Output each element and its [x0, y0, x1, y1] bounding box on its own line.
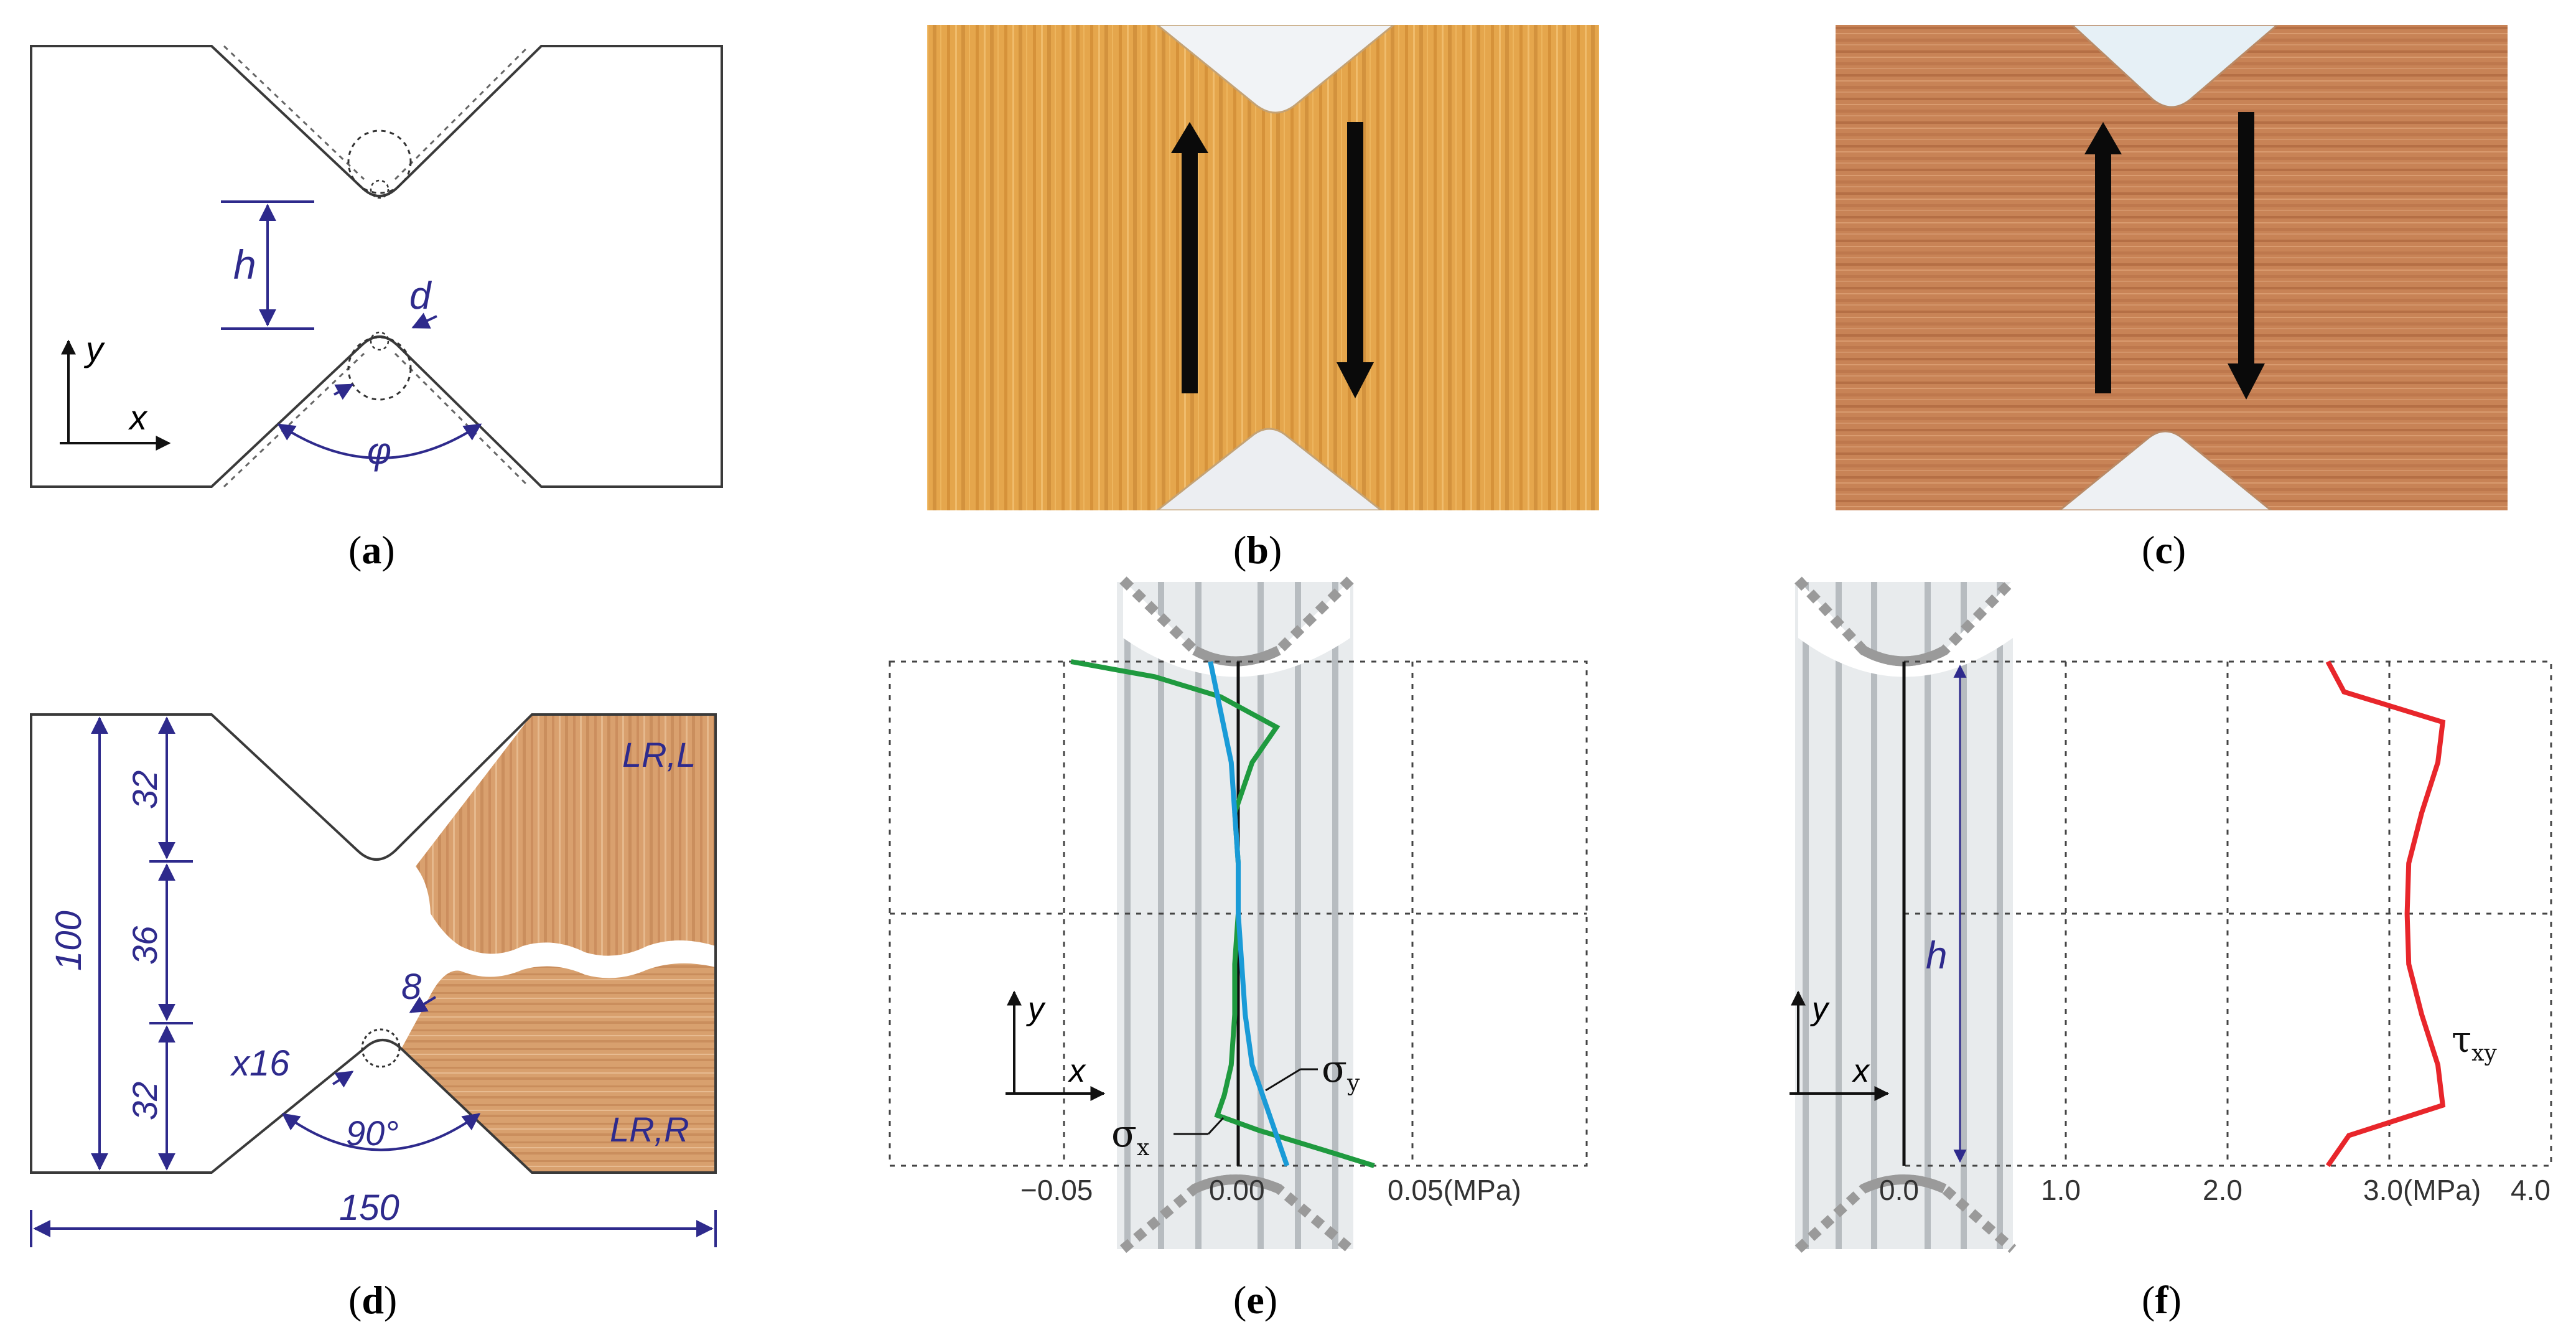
- panel-e: −0.05 0.00 0.05(MPa) y x σx σy: [889, 576, 1588, 1253]
- caption-d: (d): [348, 1278, 397, 1322]
- notch-bottom-root-e: [1192, 1174, 1281, 1194]
- y-label-e: y: [1026, 991, 1046, 1027]
- d-arrow-in: [334, 383, 354, 400]
- dim-32-top-label: 32: [125, 771, 164, 809]
- panel-f: h 0.0 1.0 2.0 3.0(MPa) 4.0 y x τxy: [1790, 576, 2552, 1253]
- notch-top-c: [2070, 25, 2279, 108]
- dim-32-bottom-label: 32: [125, 1082, 164, 1120]
- caption-e: (e): [1233, 1278, 1277, 1322]
- dim-x16-label: x16: [230, 1043, 290, 1084]
- h-label: h: [233, 241, 256, 288]
- tick-f-0: 0.0: [1879, 1174, 1919, 1206]
- tick-f-2: 2.0: [2203, 1174, 2242, 1206]
- notch-top-e: [1123, 580, 1350, 677]
- caption-c: (c): [2142, 528, 2186, 572]
- tick-e-005: 0.05(MPa): [1388, 1174, 1521, 1206]
- x-label-f: x: [1851, 1053, 1870, 1089]
- tau-xy-label: τxy: [2452, 1018, 2497, 1066]
- d-arrow-out: [411, 312, 437, 329]
- tau-xy-curve: [2325, 660, 2446, 1168]
- notch-top-b: [1155, 25, 1396, 114]
- label-lrr: LR,R: [610, 1110, 689, 1149]
- notch-bottom-root-f: [1861, 1174, 1947, 1194]
- sigma-x-curve: [1070, 659, 1375, 1168]
- arrow-up-head-c: [2084, 122, 2122, 154]
- d-label: d: [409, 274, 432, 317]
- specimen-outline-d: [30, 713, 717, 1174]
- caption-f: (f): [2142, 1278, 2182, 1322]
- panel-b-photo: [927, 25, 1599, 510]
- dim-36-label: 36: [125, 925, 164, 965]
- h-label-f: h: [1926, 934, 1947, 977]
- y-label-f: y: [1810, 991, 1830, 1027]
- tick-f-3: 3.0(MPa): [2363, 1174, 2481, 1206]
- notch-root-bottom: [370, 331, 390, 351]
- x-label-e: x: [1067, 1053, 1086, 1089]
- tick-f-4: 4.0: [2511, 1174, 2550, 1206]
- dim-8-label: 8: [401, 967, 421, 1007]
- grain-lines-e: [1124, 582, 1338, 1249]
- tick-e-neg005: −0.05: [1020, 1174, 1093, 1206]
- wood-upper-region: [416, 715, 716, 956]
- caption-a: (a): [348, 528, 395, 572]
- arrow-down-head-b: [1337, 362, 1374, 398]
- specimen-band-e: [1117, 582, 1353, 1249]
- label-lrl: LR,L: [622, 735, 696, 774]
- notch-circle-bottom: [347, 336, 412, 401]
- notch-root-top: [370, 179, 390, 199]
- notch-bottom-b: [1155, 428, 1383, 510]
- dim-90-label: 90°: [346, 1113, 399, 1153]
- panel-d: 100 32 36 32 150 8 x16 90° LR,L LR,R: [30, 713, 717, 1247]
- specimen-outline: [30, 45, 723, 488]
- notch-dashed-top: [223, 45, 530, 180]
- x-label: x: [128, 398, 148, 437]
- sigma-y-curve: [1208, 661, 1290, 1167]
- sigma-y-label: σy: [1322, 1047, 1360, 1096]
- phi-arc: [277, 423, 482, 459]
- notch-dashed-bottom: [223, 352, 530, 488]
- arrow-down-head-c: [2228, 363, 2265, 400]
- tick-f-1: 1.0: [2041, 1174, 2081, 1206]
- dim-100-label: 100: [49, 911, 89, 971]
- y-label: y: [83, 329, 105, 368]
- tick-e-000: 0.00: [1209, 1174, 1265, 1206]
- notch-bottom-c: [2058, 430, 2273, 510]
- notch-circle-d: [361, 1028, 401, 1068]
- panel-a: h d φ y x: [30, 45, 723, 488]
- dim-90-arc: [281, 1113, 481, 1151]
- sigma-x-label: σx: [1111, 1112, 1149, 1161]
- panel-c-photo: [1836, 25, 2508, 510]
- dim-8-arrow-out: [409, 996, 437, 1013]
- dim-150-label: 150: [339, 1188, 399, 1228]
- notch-circle-top: [347, 129, 412, 194]
- arrow-up-head-b: [1171, 122, 1208, 153]
- notch-top-root-e: [1192, 645, 1281, 667]
- phi-label: φ: [367, 430, 391, 472]
- notch-top-f: [1798, 580, 2013, 677]
- caption-b: (b): [1233, 528, 1282, 572]
- sigma-y-leader: [1265, 1068, 1301, 1092]
- sigma-x-leader-tail: [1207, 1117, 1225, 1135]
- dim-8-arrow-in: [332, 1071, 354, 1088]
